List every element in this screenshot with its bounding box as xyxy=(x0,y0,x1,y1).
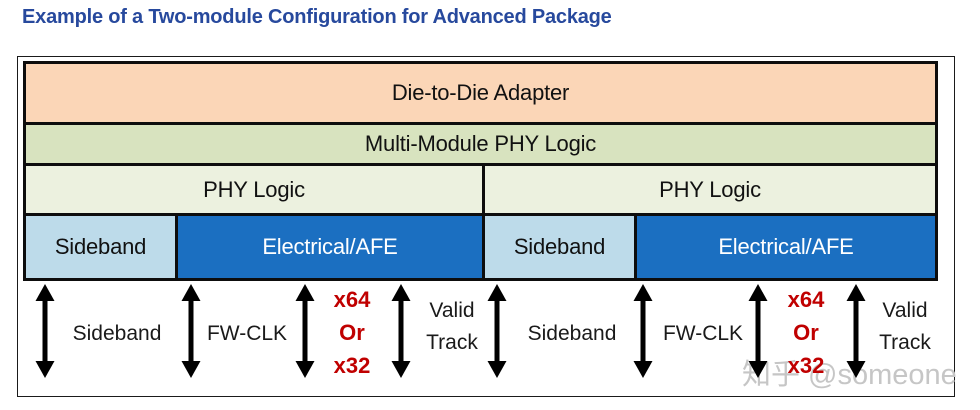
multi-module-phy-logic-label: Multi-Module PHY Logic xyxy=(364,131,597,156)
phy-logic-label: PHY Logic xyxy=(203,176,305,202)
die-to-die-adapter-label: Die-to-Die Adapter xyxy=(391,80,570,105)
figure-title: Example of a Two-module Configuration fo… xyxy=(22,6,612,28)
sideband-label: Sideband xyxy=(54,234,147,259)
multi-module-phy-logic-box: Multi-Module PHY Logic xyxy=(23,122,938,166)
double-arrow-icon xyxy=(748,284,768,378)
electrical-afe-label: Electrical/AFE xyxy=(262,234,398,259)
electrical-afe-box-module-1: Electrical/AFE xyxy=(175,213,485,281)
double-arrow-icon xyxy=(391,284,411,378)
die-to-die-adapter-box: Die-to-Die Adapter xyxy=(23,61,938,125)
signal-label-fw-clk-2: FW-CLK xyxy=(662,322,744,345)
signal-label-lane-width-1: x64 Or x32 xyxy=(333,287,371,378)
electrical-afe-label: Electrical/AFE xyxy=(718,234,854,259)
double-arrow-icon xyxy=(487,284,507,378)
electrical-afe-box-module-2: Electrical/AFE xyxy=(634,213,938,281)
sideband-box-module-2: Sideband xyxy=(482,213,637,281)
phy-logic-box-module-2: PHY Logic xyxy=(482,163,938,216)
signal-label-valid-track-1: Valid Track xyxy=(426,299,478,354)
double-arrow-icon xyxy=(181,284,201,378)
phy-logic-label: PHY Logic xyxy=(659,176,761,202)
double-arrow-icon xyxy=(35,284,55,378)
double-arrow-icon xyxy=(846,284,866,378)
phy-logic-box-module-1: PHY Logic xyxy=(23,163,485,216)
signal-label-valid-track-2: Valid Track xyxy=(879,299,931,354)
signal-label-sideband-2: Sideband xyxy=(527,322,617,345)
sideband-box-module-1: Sideband xyxy=(23,213,178,281)
double-arrow-icon xyxy=(295,284,315,378)
sideband-label: Sideband xyxy=(513,234,606,259)
double-arrow-icon xyxy=(633,284,653,378)
signal-label-sideband-1: Sideband xyxy=(72,322,162,345)
signal-label-lane-width-2: x64 Or x32 xyxy=(787,287,825,378)
signal-label-fw-clk-1: FW-CLK xyxy=(206,322,288,345)
